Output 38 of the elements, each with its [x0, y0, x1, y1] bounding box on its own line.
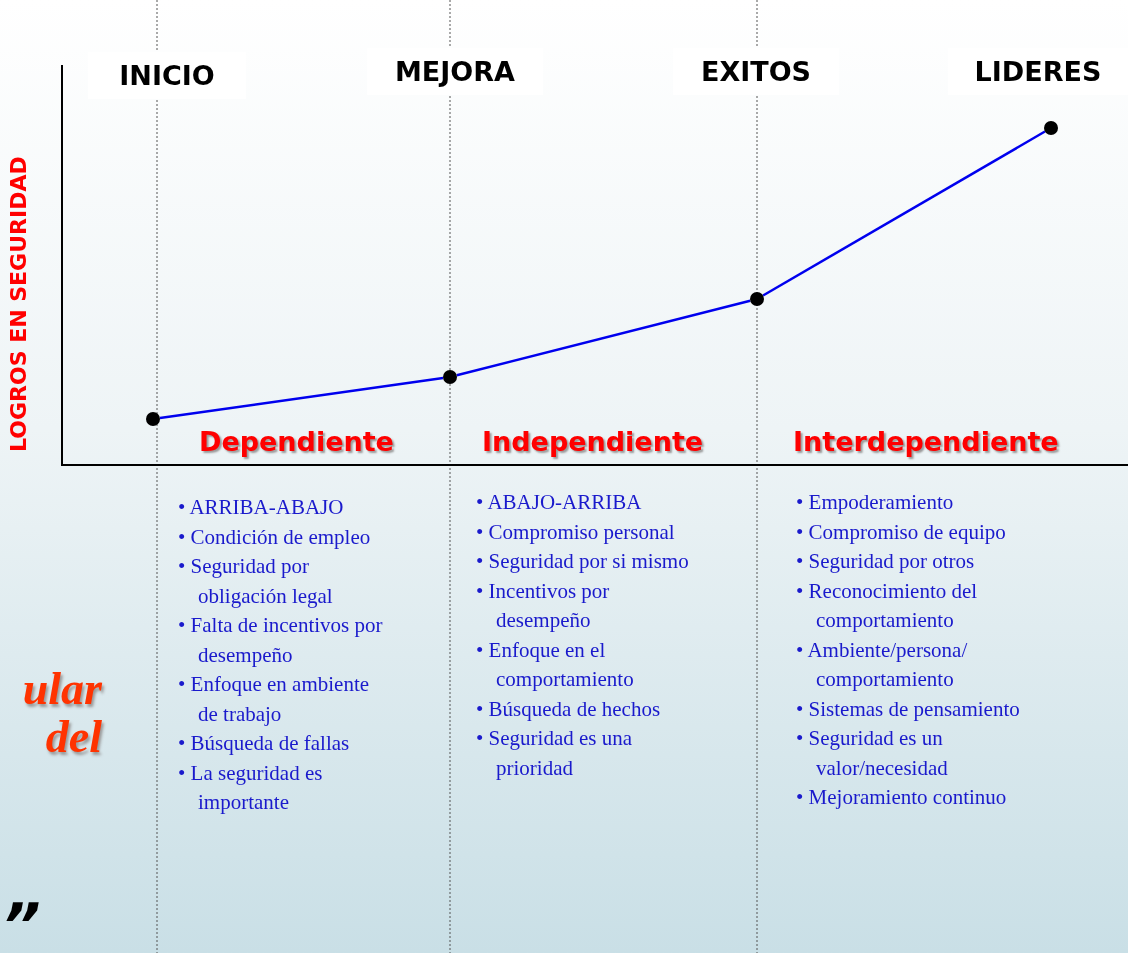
line-segment [762, 130, 1046, 297]
bullet-item: • Búsqueda de hechos [476, 695, 662, 723]
bullet-item: • Falta de incentivos por desempeño [178, 612, 383, 669]
bullet-item: • Seguridad por obligación legal [178, 553, 334, 610]
bullet-item: • Compromiso personal [476, 518, 676, 546]
bullet-item: • Ambiente/persona/ comportamiento [796, 636, 969, 693]
column-heading: Independiente [482, 426, 704, 457]
line-segment [456, 299, 751, 377]
column-heading: Interdependiente [793, 426, 1059, 457]
bullet-item: • Compromiso de equipo [796, 518, 1007, 546]
stage-heading: MEJORA [367, 48, 543, 95]
axis-title: LOGROS EN SEGURIDAD [6, 156, 31, 452]
data-point [1044, 121, 1058, 135]
column-heading: Dependiente [199, 426, 394, 457]
data-point [750, 292, 764, 306]
slogan-text: ular del [21, 665, 102, 761]
bullet-item: • Reconocimiento del comportamiento [796, 577, 979, 634]
bullet-item: • Empoderamiento [796, 489, 955, 516]
bullet-item: • Búsqueda de fallas [178, 730, 351, 757]
bullet-item: • Condición de empleo [178, 523, 372, 551]
bullet-item: • Enfoque en ambiente de trabajo [178, 671, 371, 728]
quote-mark: ” [2, 895, 41, 953]
line-segment [159, 376, 444, 420]
bullet-item: • Seguridad por otros [796, 548, 976, 575]
bullet-item: • Mejoramiento continuo [796, 784, 1008, 811]
bullet-item: • Seguridad por si mismo [476, 548, 690, 575]
bullet-item: • La seguridad es importante [178, 759, 324, 816]
bullet-item: • Incentivos por desempeño [476, 577, 611, 634]
bullet-item: • ARRIBA-ABAJO [178, 494, 345, 521]
bullet-item: • Seguridad es un valor/necesidad [796, 725, 949, 782]
stage-heading: INICIO [88, 52, 246, 99]
data-point [146, 412, 160, 426]
bullet-item: • Sistemas de pensamiento [796, 695, 1021, 723]
bullet-item: • Seguridad es una prioridad [476, 725, 634, 782]
bullet-item: • ABAJO-ARRIBA [476, 489, 643, 516]
data-point [443, 370, 457, 384]
bullet-item: • Enfoque en el comportamiento [476, 636, 635, 693]
stage-heading: EXITOS [673, 48, 839, 95]
